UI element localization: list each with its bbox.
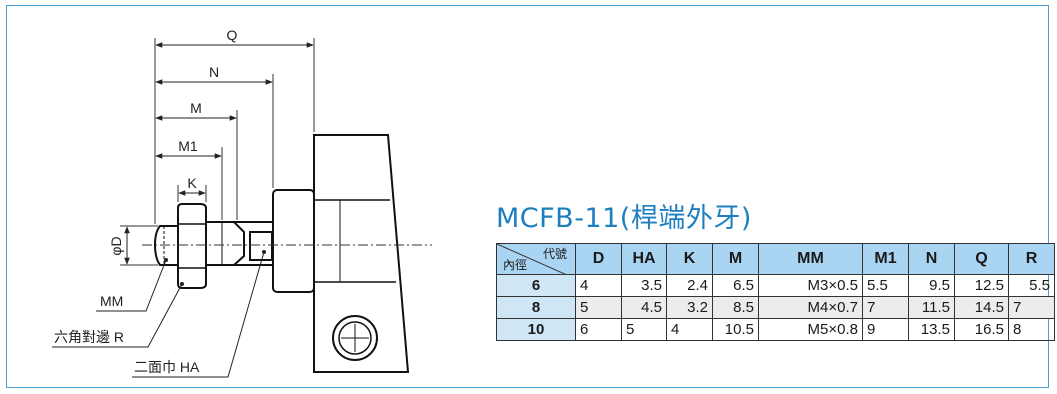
table-cell: 9.5 [908,274,955,297]
table-cell: 8 [1008,318,1055,341]
extension-lines [120,38,315,266]
corner-bottom-label: 內徑 [503,258,528,272]
table-cell: M4×0.7 [758,296,863,319]
table-cell: 2.4 [666,274,713,297]
table-cell: 3.2 [666,296,713,319]
row-bore: 10 [496,318,576,341]
table-row: 8 5 4.5 3.2 8.5 M4×0.7 7 11.5 14.5 7 [496,296,1055,319]
dim-label-k: K [187,175,197,191]
corner-top-label: 代號 [542,247,567,261]
dim-label-m1: M1 [178,138,198,154]
dim-label-q: Q [227,27,238,43]
hex-nut [177,203,207,289]
column-header: N [908,243,955,275]
dim-label-n: N [209,64,219,80]
table-cell: 11.5 [908,296,955,319]
column-header: M1 [862,243,909,275]
table-cell: 13.5 [908,318,955,341]
row-bore: 6 [496,274,576,297]
corner-diagonal [497,244,567,275]
table-cell: 4 [666,318,713,341]
flats-section [205,221,245,266]
table-row: 6 4 3.5 2.4 6.5 M3×0.5 5.5 9.5 12.5 5.5 [496,274,1055,297]
callout-mm: MM [100,293,123,309]
rod-collar [272,189,315,293]
table-cell: 7 [1008,296,1055,319]
column-header: MM [758,243,863,275]
leader-dots [164,250,266,286]
table-cell: 6 [575,318,622,341]
leader-lines [52,251,265,378]
table-cell: 3.5 [621,274,667,297]
table-row: 10 6 5 4 10.5 M5×0.8 9 13.5 16.5 8 [496,318,1055,341]
table-cell: 14.5 [954,296,1009,319]
table-cell: 5.5 [862,274,909,297]
table-cell: 10.5 [712,318,759,341]
column-header: R [1008,243,1055,275]
body-block [313,134,410,373]
table-cell: 9 [862,318,909,341]
callout-flats: 二面巾 HA [134,359,200,375]
table-cell: M3×0.5 [758,274,863,297]
page-title: MCFB-11(桿端外牙) [496,203,752,234]
table-cell: 6.5 [712,274,759,297]
column-header: K [666,243,713,275]
table-cell: M5×0.8 [758,318,863,341]
table-cell: 5 [575,296,622,319]
table-cell: 7 [862,296,909,319]
table-cell: 8.5 [712,296,759,319]
table-cell: 12.5 [954,274,1009,297]
corner-header: 代號 內徑 [496,243,576,275]
column-header: HA [621,243,667,275]
column-header: Q [954,243,1009,275]
dim-label-d: φD [108,236,124,255]
dimension-lines [124,42,314,265]
table-cell: 4.5 [621,296,667,319]
row-bore: 8 [496,296,576,319]
column-header: M [712,243,759,275]
table-cell: 5 [621,318,667,341]
dim-label-m: M [190,100,202,116]
table-cell: 16.5 [954,318,1009,341]
callout-hex: 六角對邊 R [54,329,124,345]
table-cell: 5.5 [1008,274,1055,297]
column-header: D [575,243,622,275]
table-header-row: 代號 內徑 D HA K M MM M1 N Q R [496,243,1055,275]
table-cell: 4 [575,274,622,297]
port-hole [332,315,378,361]
spec-table: 代號 內徑 D HA K M MM M1 N Q R 6 4 3.5 2.4 6… [496,243,1055,341]
